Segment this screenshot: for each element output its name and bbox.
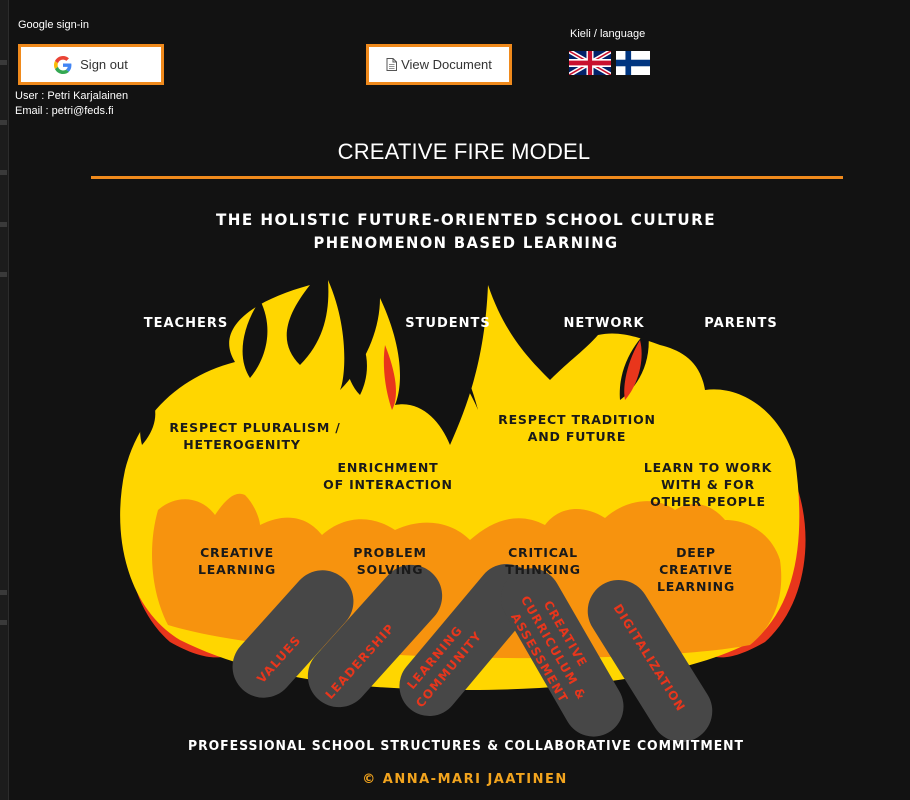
flame-gap: [140, 395, 156, 445]
edge-mark: [0, 120, 7, 125]
flame-gap: [440, 340, 478, 410]
skill-creative-learning: LEARNING: [198, 562, 276, 577]
stakeholder-label: PARENTS: [704, 316, 777, 331]
edge-mark: [0, 60, 7, 65]
value-respect-pluralism: HETEROGENITY: [183, 437, 301, 452]
flame-gap: [242, 300, 268, 378]
language-heading: Kieli / language: [570, 28, 646, 40]
model-credit: © ANNA-MARI JAATINEN: [362, 772, 567, 787]
value-respect-tradition: AND FUTURE: [528, 429, 626, 444]
value-learn-to-work: WITH & FOR: [661, 477, 755, 492]
log-digitalization: [587, 579, 713, 743]
page-title: CREATIVE FIRE MODEL: [337, 139, 591, 164]
skill-deep-creative: DEEP: [676, 545, 716, 560]
view-document-label: View Document: [401, 57, 492, 72]
skill-creative-learning: CREATIVE: [200, 545, 274, 560]
google-g-icon: [54, 55, 72, 74]
log-leadership: [307, 564, 443, 708]
stakeholder-label: STUDENTS: [405, 316, 491, 331]
sign-out-button[interactable]: Sign out: [18, 44, 164, 85]
flame-red-flicker: [624, 340, 642, 400]
edge-mark: [0, 170, 7, 175]
title-divider: [91, 176, 843, 179]
skill-critical-thinking: CRITICAL: [508, 545, 578, 560]
uk-flag-icon[interactable]: [568, 48, 612, 78]
model-heading-line2: PHENOMENON BASED LEARNING: [314, 233, 619, 252]
value-respect-tradition: RESPECT TRADITION: [498, 412, 656, 427]
edge-mark: [0, 222, 7, 227]
edge-mark: [0, 272, 7, 277]
stakeholder-label: TEACHERS: [144, 316, 228, 331]
skill-deep-creative: LEARNING: [657, 579, 735, 594]
skill-critical-thinking: THINKING: [505, 562, 581, 577]
document-icon: [386, 58, 398, 71]
user-email-text: Email : petri@feds.fi: [15, 105, 114, 117]
left-window-edge: [0, 0, 9, 800]
model-heading-line1: THE HOLISTIC FUTURE-ORIENTED SCHOOL CULT…: [216, 210, 716, 229]
view-document-button[interactable]: View Document: [366, 44, 512, 85]
flame-red-edge: [700, 470, 806, 658]
stakeholder-label: NETWORK: [563, 316, 644, 331]
model-base-text: PROFESSIONAL SCHOOL STRUCTURES & COLLABO…: [188, 739, 744, 754]
skill-problem-solving: PROBLEM: [353, 545, 426, 560]
skill-deep-creative: CREATIVE: [659, 562, 733, 577]
value-enrichment: OF INTERACTION: [323, 477, 453, 492]
finland-flag-icon[interactable]: [616, 51, 658, 75]
sign-out-label: Sign out: [80, 57, 128, 72]
value-learn-to-work: OTHER PEOPLE: [650, 494, 766, 509]
value-respect-pluralism: RESPECT PLURALISM /: [169, 420, 340, 435]
log-values: [232, 570, 354, 698]
skill-problem-solving: SOLVING: [357, 562, 424, 577]
value-learn-to-work: LEARN TO WORK: [644, 460, 773, 475]
user-name-text: User : Petri Karjalainen: [15, 90, 129, 102]
value-enrichment: ENRICHMENT: [338, 460, 439, 475]
edge-mark: [0, 620, 7, 625]
edge-mark: [0, 590, 7, 595]
log-curriculum: [501, 568, 624, 737]
signin-heading: Google sign-in: [18, 19, 89, 31]
flame-red-flicker: [383, 345, 396, 410]
flame-gap: [345, 330, 367, 395]
